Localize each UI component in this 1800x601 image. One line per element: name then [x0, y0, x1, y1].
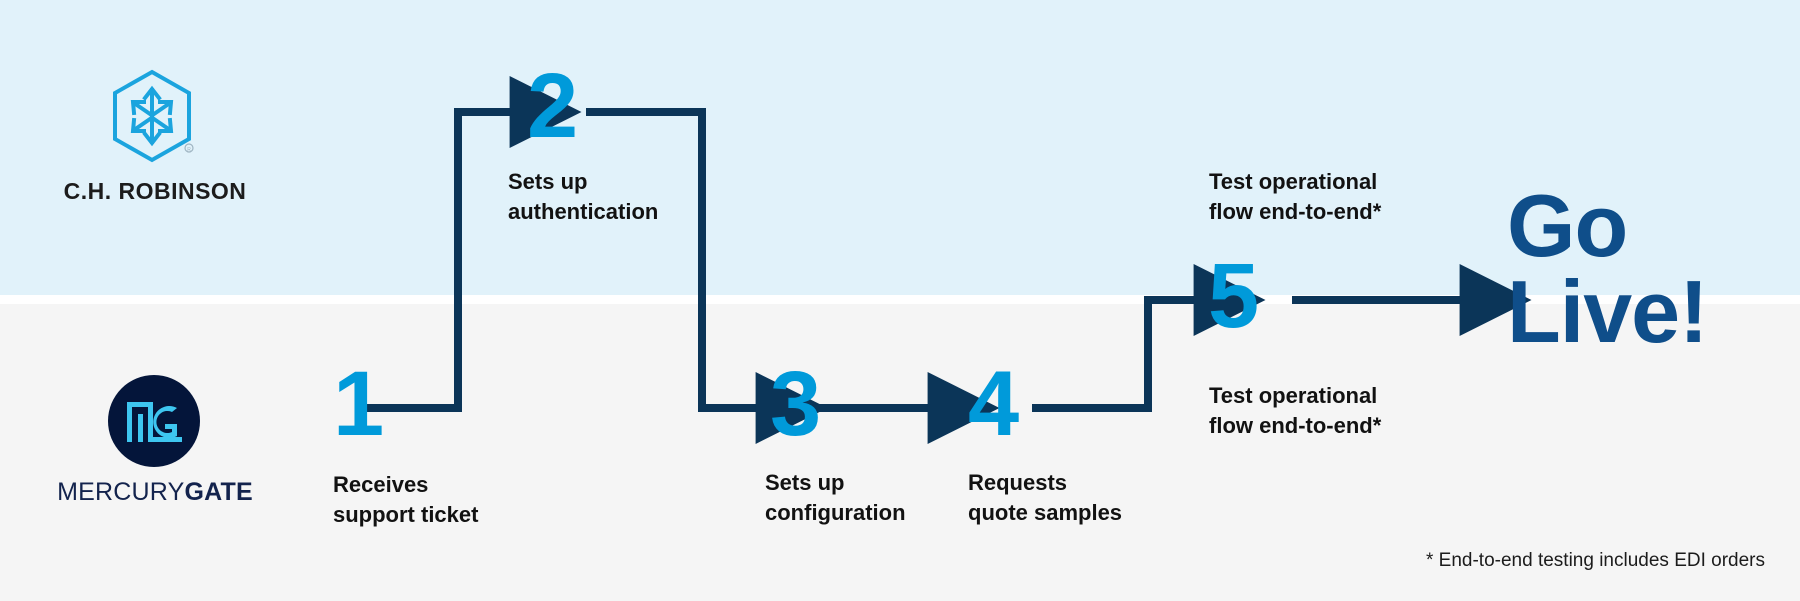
step-caption-5-top: Test operational flow end-to-end* — [1209, 169, 1382, 224]
step-number-2: 2 — [527, 55, 578, 157]
mercurygate-wordmark-light: MERCURY — [57, 478, 185, 506]
chrobinson-hexagon-cube-icon: R — [110, 68, 194, 164]
swimlane-mercurygate-band — [0, 304, 1800, 601]
step-caption-5-bottom: Test operational flow end-to-end* — [1209, 383, 1382, 438]
step-number-4: 4 — [968, 353, 1019, 455]
mercurygate-wordmark: MERCURYGATE — [40, 478, 270, 507]
step-caption-4: Requests quote samples — [968, 470, 1123, 525]
mercurygate-wordmark-bold: GATE — [184, 478, 253, 506]
step-number-1: 1 — [333, 353, 384, 455]
step-caption-1: Receives support ticket — [333, 472, 479, 527]
swimlane-chrobinson-band — [0, 0, 1800, 295]
step-caption-3: Sets up configuration — [765, 470, 906, 525]
step-caption-2: Sets up authentication — [508, 169, 659, 224]
svg-text:R: R — [187, 147, 191, 153]
go-live-label: Go Live! — [1507, 176, 1708, 361]
step-number-5: 5 — [1208, 245, 1259, 347]
chrobinson-wordmark: C.H. ROBINSON — [63, 178, 247, 204]
footnote-text: * End-to-end testing includes EDI orders — [1425, 550, 1765, 571]
step-number-3: 3 — [770, 353, 821, 455]
mercurygate-mg-monogram-icon — [108, 375, 200, 467]
